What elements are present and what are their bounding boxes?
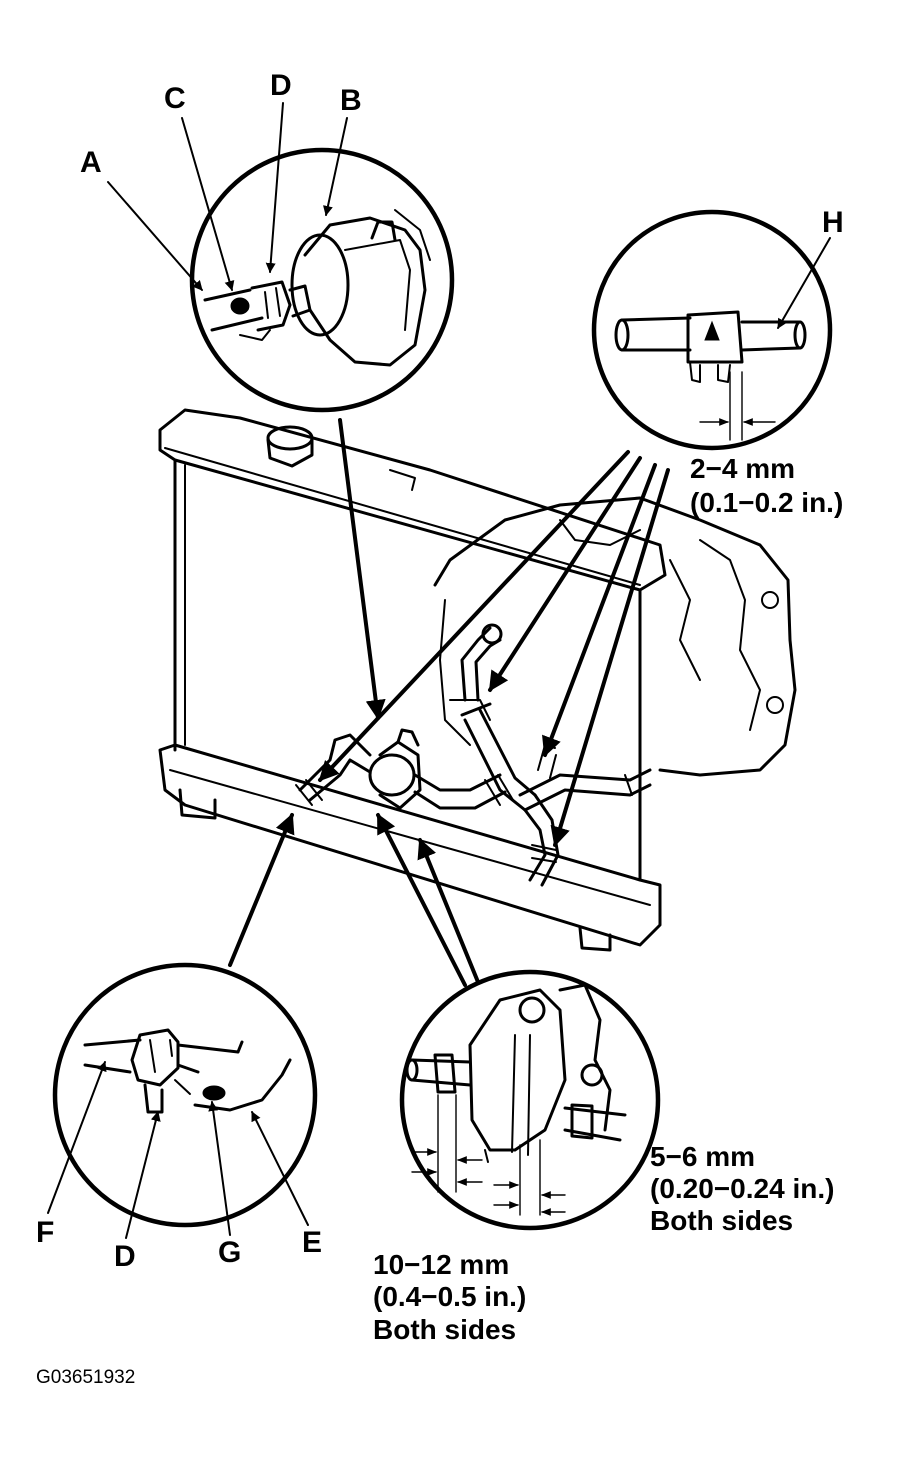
callout-d-bottom: D <box>114 1240 136 1273</box>
hose-assembly <box>295 623 652 887</box>
inset-top-left <box>189 147 455 413</box>
callout-b: B <box>340 84 362 117</box>
callout-c: C <box>164 82 186 115</box>
labels: A C D B H F D G E 2−4 mm (0.1−0.2 in.) 5… <box>36 69 844 1388</box>
inset-bottom-left <box>52 962 318 1228</box>
engine-block <box>433 496 797 777</box>
leader-arrows <box>228 418 670 987</box>
callout-f: F <box>36 1216 54 1249</box>
callout-e: E <box>302 1226 322 1259</box>
inset-bottom-right <box>399 969 661 1231</box>
radiator <box>158 408 667 952</box>
valve-right-in: (0.20−0.24 in.) <box>650 1173 834 1204</box>
valve-left-mm: 10−12 mm <box>373 1249 509 1280</box>
valve-left-in: (0.4−0.5 in.) <box>373 1281 526 1312</box>
valve-right-mm: 5−6 mm <box>650 1141 755 1172</box>
callout-pointers <box>47 102 831 1239</box>
callout-h: H <box>822 206 844 239</box>
valve-left-note: Both sides <box>373 1314 516 1345</box>
hose-clamp-in: (0.1−0.2 in.) <box>690 487 843 518</box>
callout-g: G <box>218 1236 241 1269</box>
hose-clamp-mm: 2−4 mm <box>690 453 795 484</box>
callout-a: A <box>80 146 102 179</box>
callout-d-top: D <box>270 69 292 102</box>
inset-top-right <box>591 209 833 451</box>
figure-id: G03651932 <box>36 1367 135 1388</box>
valve-right-note: Both sides <box>650 1205 793 1236</box>
